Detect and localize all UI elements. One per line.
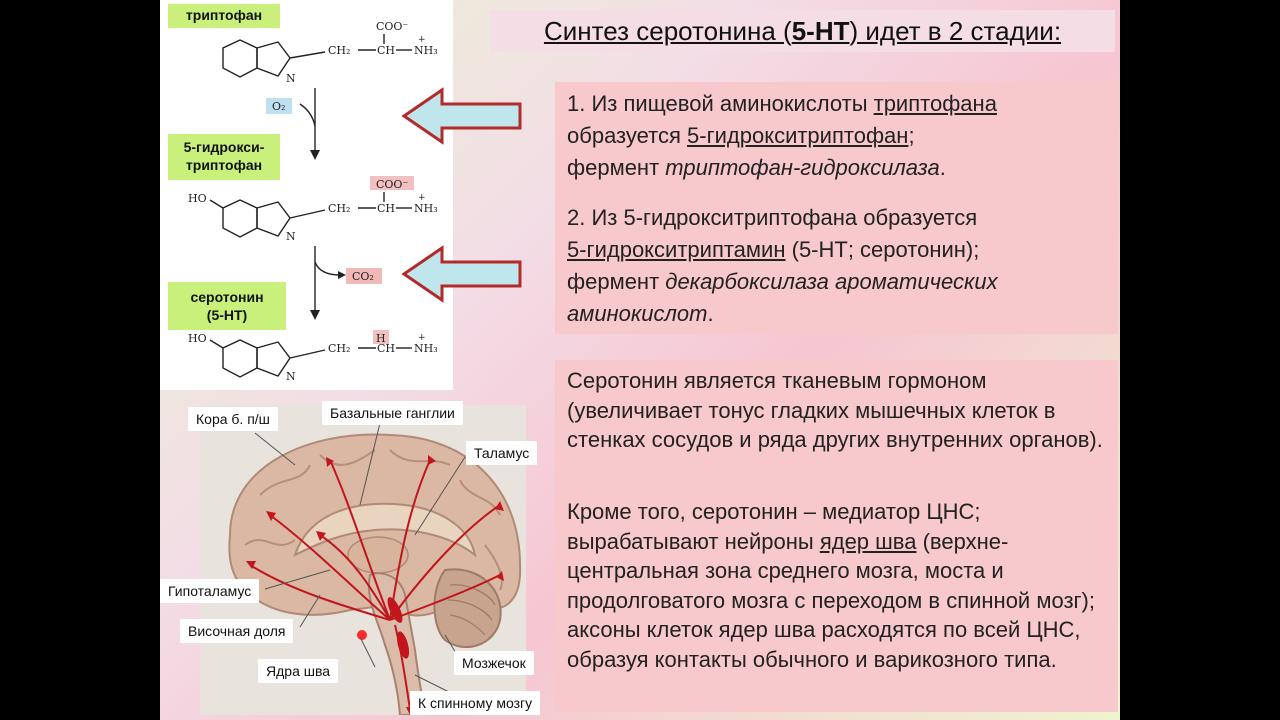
- ch2-group: CH₂: [328, 44, 350, 57]
- pointer-arrow-1: [401, 87, 522, 145]
- ho-group: HO: [188, 332, 207, 345]
- nh3-group: NH₃: [414, 202, 438, 215]
- coo-group: COO⁻: [376, 20, 408, 33]
- n-atom: N: [286, 370, 296, 383]
- ch-group: CH: [377, 202, 395, 215]
- label-tryptophan: триптофан: [168, 4, 280, 28]
- charge-plus: +: [418, 333, 426, 343]
- charge-plus: +: [418, 35, 426, 45]
- synthesis-scheme: O₂ CO₂ COO⁻ COO⁻ H CH₂ CH₂ CH₂ CH CH CH …: [188, 20, 438, 383]
- coo-group: COO⁻: [376, 178, 408, 191]
- label-thalamus: Таламус: [466, 441, 538, 465]
- h-atom: H: [376, 332, 386, 345]
- stages-box: 1. Из пищевой аминокислоты триптофана об…: [555, 82, 1118, 334]
- n-atom: N: [286, 72, 296, 85]
- nh3-group: NH₃: [414, 342, 438, 355]
- n-atom: N: [286, 230, 296, 243]
- brain-illustration: Кора б. п/ш Базальные ганглии Таламус Ги…: [160, 401, 541, 715]
- stage-1-text: 1. Из пищевой аминокислоты триптофана об…: [567, 91, 997, 180]
- ch-group: CH: [377, 342, 395, 355]
- co2-label: CO₂: [352, 270, 374, 283]
- label-basal-ganglia: Базальные ганглии: [322, 401, 463, 425]
- label-serotonin: серотонин (5-НТ): [168, 282, 286, 330]
- serotonin-info-box: Серотонин является тканевым гормоном (ув…: [555, 360, 1118, 712]
- ho-group: HO: [188, 192, 207, 205]
- label-spinal-cord: К спинному мозгу: [410, 691, 541, 715]
- ch2-group: CH₂: [328, 342, 350, 355]
- stage-2-text: 2. Из 5-гидрокситриптофана образуется 5-…: [567, 205, 998, 326]
- label-cortex: Кора б. п/ш: [188, 407, 278, 431]
- slide-title: Синтез серотонина (5-НТ) идет в 2 стадии…: [490, 10, 1115, 52]
- slide: O₂ CO₂ COO⁻ COO⁻ H CH₂ CH₂ CH₂ CH CH CH …: [160, 0, 1120, 720]
- label-raphe-nuclei: Ядра шва: [258, 659, 339, 683]
- ch2-group: CH₂: [328, 202, 350, 215]
- charge-plus: +: [418, 193, 426, 203]
- hormone-text: Серотонин является тканевым гормоном (ув…: [567, 368, 1103, 452]
- nh3-group: NH₃: [414, 44, 438, 57]
- label-temporal-lobe: Височная доля: [180, 619, 294, 643]
- pointer-arrow-2: [401, 245, 522, 303]
- chemistry-panel: O₂ CO₂ COO⁻ COO⁻ H CH₂ CH₂ CH₂ CH CH CH …: [160, 0, 453, 390]
- o2-label: O₂: [272, 100, 285, 113]
- label-hydroxytryptophan: 5-гидрокси- триптофан: [168, 134, 280, 180]
- label-hypothalamus: Гипоталамус: [160, 579, 260, 603]
- label-cerebellum: Мозжечок: [454, 651, 534, 675]
- ch-group: CH: [377, 44, 395, 57]
- mediator-text: Кроме того, серотонин – медиатор ЦНС; вы…: [567, 499, 1095, 672]
